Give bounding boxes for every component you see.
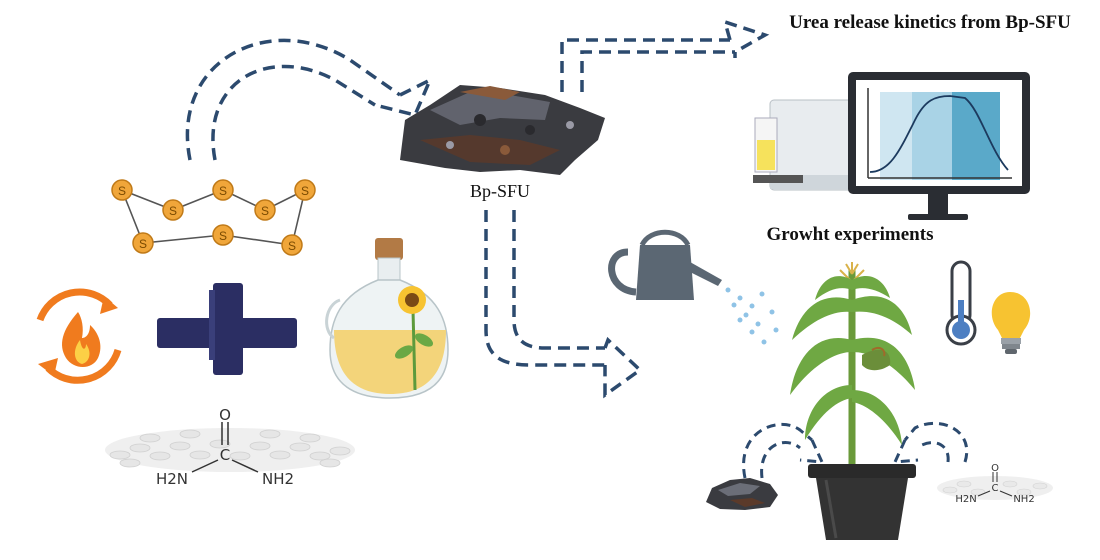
corn-plant [790, 262, 915, 470]
light-bulb-icon [991, 292, 1031, 354]
growth-experiments-title: Growht experiments [766, 224, 934, 245]
sulfur-atom: S [111, 179, 133, 201]
arrow-bpsfu-to-growth [484, 210, 643, 399]
urea-structure-small: O C H2N NH2 [955, 463, 1034, 505]
sulfur-atom: S [162, 199, 184, 221]
sulfur-atom: S [294, 179, 316, 201]
sunflower-oil-bottle [325, 238, 449, 399]
sulfur-ring-molecule: S S S S S S S S [111, 179, 316, 256]
urea-oxygen-label: O [219, 406, 231, 424]
urea-carbon-label: C [220, 446, 230, 464]
plant-pot [808, 464, 916, 540]
urea-small-nh2-left-label: H2N [955, 494, 976, 505]
bpsfu-material-image [400, 85, 605, 175]
sulfur-atom: S [212, 179, 234, 201]
sulfur-atom: S [281, 234, 303, 256]
sulfur-atom: S [254, 199, 276, 221]
urea-nh2-right-label: NH2 [262, 470, 294, 488]
sunflower-icon [398, 286, 426, 314]
urea-small-carbon-label: C [992, 483, 999, 494]
kinetics-title: Urea release kinetics from Bp-SFU [789, 12, 1071, 33]
arrow-urea-into-pot [892, 421, 969, 464]
water-drops [725, 287, 779, 345]
arrow-bpsfu-to-kinetics [560, 19, 770, 92]
uv-spectrophotometer-icon [753, 99, 869, 191]
thermometer-icon [945, 260, 977, 346]
monitor-kinetics-curve [848, 72, 1030, 220]
svg-text:S: S [169, 204, 177, 218]
sulfur-atom: S [132, 232, 154, 254]
arc-arrow-sulfur-to-bpsfu [185, 38, 434, 161]
cuvette-icon [754, 117, 778, 173]
urea-small-nh2-right-label: NH2 [1013, 494, 1034, 505]
svg-text:S: S [219, 184, 227, 198]
urea-structure-large: O C H2N NH2 [156, 406, 294, 488]
bpsfu-label: Bp-SFU [469, 181, 531, 201]
watering-can-icon [608, 229, 779, 345]
urea-granules-pile [105, 428, 355, 472]
urea-nh2-left-label: H2N [156, 470, 188, 488]
svg-text:S: S [139, 237, 147, 251]
heat-cycle-icon [36, 288, 122, 384]
arrow-bpsfu-into-pot [742, 422, 825, 479]
svg-text:S: S [301, 184, 309, 198]
sulfur-atom: S [212, 224, 234, 246]
bpsfu-small-image [706, 478, 778, 510]
svg-text:S: S [219, 229, 227, 243]
svg-text:S: S [118, 184, 126, 198]
svg-text:S: S [288, 239, 296, 253]
urea-granules-small [937, 476, 1053, 500]
flame-icon [62, 312, 101, 367]
plus-sign [157, 283, 297, 375]
svg-text:S: S [261, 204, 269, 218]
urea-small-oxygen-label: O [991, 463, 999, 474]
corn-cob [862, 346, 891, 371]
